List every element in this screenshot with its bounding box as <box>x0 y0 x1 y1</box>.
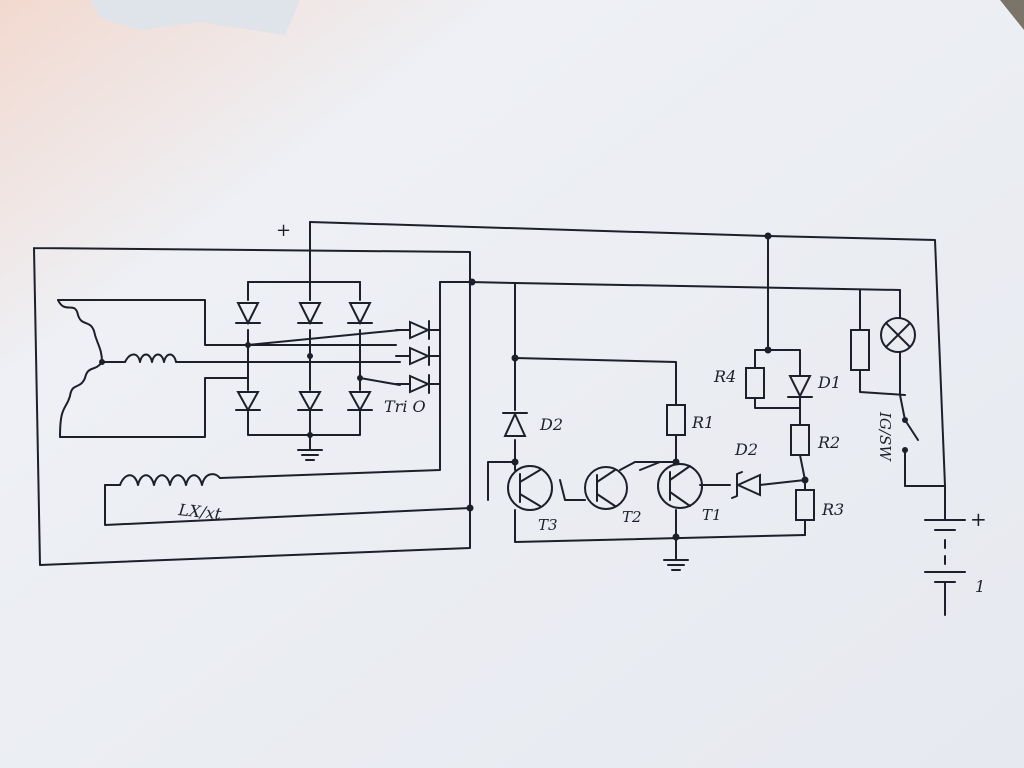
trio-label: Tri O <box>384 397 426 416</box>
d2-lower-label: D2 <box>734 440 758 459</box>
bridge-diode <box>347 302 373 326</box>
bridge-diode <box>297 391 323 413</box>
ignition-switch <box>902 417 908 453</box>
battery-one-label: 1 <box>975 577 985 596</box>
stator-winding <box>57 299 191 438</box>
battery-plus-label: + <box>970 507 987 531</box>
r2-label: R2 <box>817 433 840 452</box>
trio-diode <box>395 320 431 340</box>
paper-scrap <box>90 0 300 35</box>
t3-label: T3 <box>538 516 558 534</box>
d1-label: D1 <box>817 373 841 392</box>
plus-label-top: + <box>276 220 291 241</box>
ground-symbol <box>663 559 689 571</box>
bridge-diode <box>297 302 323 326</box>
ig-sw-label: IG/SW <box>876 411 894 462</box>
t2-label: T2 <box>622 508 642 526</box>
t1-label: T1 <box>702 506 722 524</box>
trio-diode <box>395 346 431 366</box>
wires <box>33 221 946 616</box>
resistor-r1 <box>666 404 686 436</box>
diode-d2-upper <box>502 411 528 437</box>
transistor-t2 <box>584 466 628 510</box>
transistor-t3 <box>507 465 553 511</box>
diode-d1 <box>787 375 813 399</box>
transistor-t1 <box>657 463 703 509</box>
resistor-r4 <box>745 367 765 399</box>
warning-lamp <box>880 317 916 353</box>
bridge-diode <box>347 391 373 413</box>
exciter-label: LX/xt <box>177 500 223 524</box>
trio-diode <box>395 374 431 394</box>
resistor-r3 <box>795 489 815 521</box>
battery <box>924 519 966 596</box>
r1-label: R1 <box>691 413 714 432</box>
rectifier-bridge <box>235 302 373 413</box>
bridge-diode <box>235 391 261 413</box>
r4-label: R4 <box>713 367 736 386</box>
zener-d2 <box>731 471 761 499</box>
lamp-resistor <box>850 329 870 371</box>
field-coil <box>119 473 221 486</box>
ground-symbol <box>297 449 323 461</box>
d2-upper-label: D2 <box>539 415 563 434</box>
resistor-r2 <box>790 424 810 456</box>
r3-label: R3 <box>821 500 844 519</box>
trio-diodes <box>395 320 431 394</box>
bridge-diode <box>235 302 261 326</box>
